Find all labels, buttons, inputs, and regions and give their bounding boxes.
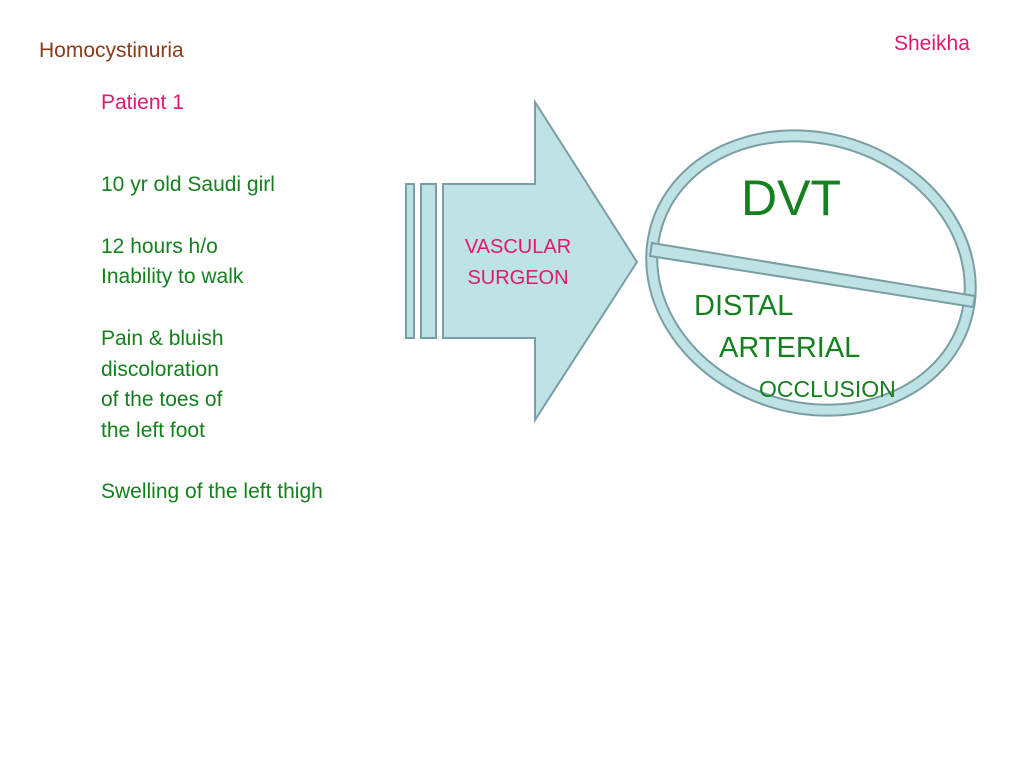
oval-bottom-label-line3: OCCLUSION [759, 376, 896, 402]
case-line-toes: of the toes of [101, 388, 223, 411]
case-line-age: 10 yr old Saudi girl [101, 173, 275, 196]
arrow-shape [442, 98, 639, 424]
patient-title: Patient 1 [101, 91, 184, 114]
case-line-history: 12 hours h/o [101, 235, 218, 258]
author-name: Sheikha [894, 32, 970, 55]
case-line-foot: the left foot [101, 419, 205, 442]
case-line-discoloration: discoloration [101, 358, 219, 381]
case-line-pain: Pain & bluish [101, 327, 224, 350]
oval-bottom-label-line1: DISTAL [694, 290, 794, 322]
case-line-swelling: Swelling of the left thigh [101, 480, 323, 503]
oval-divider [648, 241, 977, 309]
arrow-label-line2: SURGEON [467, 267, 569, 289]
arrow-label-line1: VASCULAR [464, 236, 572, 258]
oval-top-label: DVT [741, 170, 841, 226]
case-line-inability: Inability to walk [101, 265, 244, 288]
arrow-tail-bar-2 [420, 183, 437, 339]
oval-bottom-label-line2: ARTERIAL [719, 332, 861, 364]
topic-title: Homocystinuria [39, 39, 184, 62]
arrow-tail-bar-1 [405, 183, 415, 339]
